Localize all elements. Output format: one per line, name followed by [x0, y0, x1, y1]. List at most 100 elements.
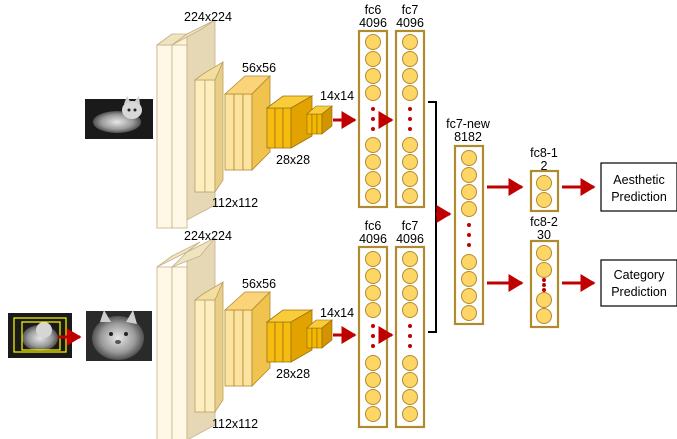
aesthetic-prediction-box: Aesthetic Prediction: [600, 162, 677, 212]
ellipsis-dot: [371, 344, 375, 348]
neuron: [402, 406, 418, 422]
fc8-1-size: 2: [541, 159, 548, 173]
aesthetic-line-1: Aesthetic: [613, 173, 664, 187]
top-size-28: 28x28: [276, 153, 310, 167]
ellipsis-dot: [408, 117, 412, 121]
ellipsis-dot: [542, 288, 546, 292]
neuron: [365, 85, 381, 101]
bottom-input-photo: [86, 310, 152, 361]
neuron: [402, 188, 418, 204]
ellipsis-dot: [408, 107, 412, 111]
neuron: [402, 85, 418, 101]
ellipsis-dot: [371, 117, 375, 121]
neuron: [365, 251, 381, 267]
neuron: [402, 34, 418, 50]
fc8-1-neurons: [536, 175, 552, 208]
bottom-fc7-neurons: [402, 251, 418, 422]
ellipsis-dot: [467, 233, 471, 237]
ellipsis-dot: [408, 127, 412, 131]
bottom-layer-28: [265, 309, 314, 363]
ellipsis-dot: [542, 278, 546, 282]
top-size-224: 224x224: [184, 10, 232, 24]
ellipsis-dot: [467, 243, 471, 247]
bottom-fc7-name: fc7: [402, 219, 419, 233]
neuron: [536, 175, 552, 191]
neuron: [402, 68, 418, 84]
neuron: [402, 171, 418, 187]
category-line-1: Category: [614, 268, 665, 282]
neuron: [365, 406, 381, 422]
neuron: [365, 171, 381, 187]
neuron: [365, 389, 381, 405]
concat-bracket: [428, 101, 437, 333]
fc8-2-size: 30: [537, 228, 551, 242]
bottom-layer-112: [193, 281, 224, 414]
neuron: [402, 268, 418, 284]
crop-box-outer: [13, 317, 67, 353]
neuron: [402, 372, 418, 388]
category-prediction-box: Category Prediction: [600, 259, 677, 307]
neuron: [536, 192, 552, 208]
fc7-new-size: 8182: [454, 130, 482, 144]
neuron: [461, 271, 477, 287]
top-input-photo: [85, 96, 153, 139]
top-layer-56: [223, 75, 271, 171]
neuron: [461, 254, 477, 270]
neuron: [461, 288, 477, 304]
fc8-2-name: fc8-2: [530, 215, 558, 229]
neuron: [402, 51, 418, 67]
top-layer-224: [155, 19, 216, 229]
top-fc6-size: 4096: [359, 16, 387, 30]
top-layer-28: [265, 95, 314, 149]
neuron: [402, 355, 418, 371]
top-fc7-name: fc7: [402, 3, 419, 17]
neuron: [402, 389, 418, 405]
bottom-layer-14: [306, 319, 333, 349]
fc8-2-neurons: [536, 245, 552, 324]
neuron: [365, 285, 381, 301]
bottom-size-112: 112x112: [212, 417, 258, 431]
bottom-size-56: 56x56: [242, 277, 276, 291]
neuron: [365, 372, 381, 388]
ellipsis-dot: [371, 324, 375, 328]
top-fc6-neurons: [365, 34, 381, 204]
bottom-branch: 224x224 112x112 56x56 28x28 14x14 fc6 40…: [8, 219, 426, 439]
neuron: [402, 302, 418, 318]
neuron: [402, 154, 418, 170]
bottom-layer-56: [223, 291, 271, 387]
fc8-1-name: fc8-1: [530, 146, 558, 160]
top-fc7-size: 4096: [396, 16, 424, 30]
neuron: [365, 154, 381, 170]
top-size-56: 56x56: [242, 61, 276, 75]
neuron: [365, 355, 381, 371]
aesthetic-line-2: Prediction: [611, 190, 667, 204]
neuron: [461, 305, 477, 321]
ellipsis-dot: [542, 283, 546, 287]
bottom-fc6-neurons: [365, 251, 381, 422]
top-layer-14: [306, 105, 333, 135]
category-line-2: Prediction: [611, 285, 667, 299]
ellipsis-dot: [408, 344, 412, 348]
neuron: [365, 51, 381, 67]
neuron: [536, 292, 552, 308]
ellipsis-dot: [408, 334, 412, 338]
bottom-size-224: 224x224: [184, 229, 232, 243]
top-fc7-neurons: [402, 34, 418, 204]
top-branch: 224x224 112x112 56x56 28x28 14x14 fc6 40…: [85, 3, 426, 229]
neuron: [536, 245, 552, 261]
top-layer-112: [193, 61, 224, 194]
bottom-fc6-size: 4096: [359, 232, 387, 246]
neuron: [365, 137, 381, 153]
neuron: [536, 308, 552, 324]
neuron: [365, 188, 381, 204]
top-size-14: 14x14: [320, 89, 354, 103]
neuron: [365, 268, 381, 284]
ellipsis-dot: [408, 324, 412, 328]
neuron: [461, 167, 477, 183]
top-fc6-name: fc6: [365, 3, 382, 17]
top-size-112: 112x112: [212, 196, 258, 210]
neuron: [365, 34, 381, 50]
neuron: [461, 150, 477, 166]
bottom-size-28: 28x28: [276, 367, 310, 381]
